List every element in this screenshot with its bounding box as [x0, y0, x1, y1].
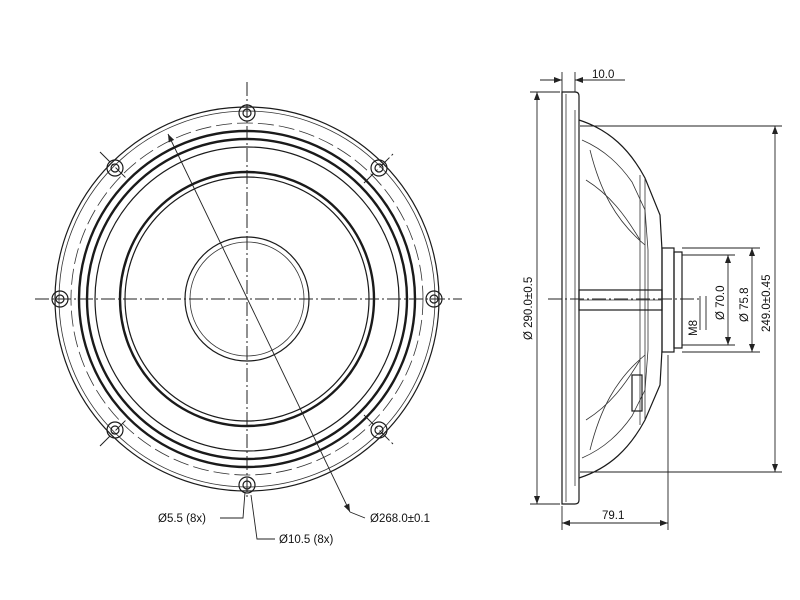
cutout-diameter-dim: [580, 125, 782, 473]
flange-thickness-dim: [540, 72, 625, 92]
outer-diameter-dim: [530, 91, 560, 505]
magnet-diameter-dim: [682, 247, 760, 353]
pole-diameter-label: Ø 70.0: [715, 285, 727, 320]
bolt-circle-label: Ø268.0±0.1: [370, 513, 430, 525]
flange: [561, 91, 580, 505]
back-plate: [673, 251, 683, 349]
mounting-hole: [106, 421, 124, 439]
magnet: [661, 247, 675, 353]
front-view: [35, 82, 462, 540]
basket-rib: [589, 149, 646, 246]
cutout-diameter-label: 249.0±0.45: [761, 275, 773, 332]
diagonal-axis: [363, 152, 395, 184]
pole-diameter-dim: [682, 254, 735, 346]
thread-label: M8: [688, 320, 700, 336]
outer-diameter-label: Ø 290.0±0.5: [523, 277, 535, 340]
magnet-diameter-label: Ø 75.8: [739, 287, 751, 322]
bolt-circle-leader: [167, 133, 351, 513]
basket-rib: [585, 179, 641, 241]
hole-large-label: Ø10.5 (8x): [279, 534, 333, 546]
flange-thickness-label: 10.0: [592, 69, 614, 81]
depth-dim: [561, 355, 669, 530]
mounting-hole: [106, 159, 124, 177]
basket-rib: [589, 354, 646, 451]
hole-small-label: Ø5.5 (8x): [158, 513, 206, 525]
diagonal-axis: [99, 151, 131, 183]
hole-small-leader: [220, 491, 246, 519]
side-view: [548, 91, 700, 505]
diagonal-axis: [99, 415, 131, 447]
terminal: [631, 374, 643, 412]
basket-rib: [585, 359, 641, 421]
mounting-hole: [370, 421, 388, 439]
depth-label: 79.1: [602, 510, 624, 522]
hole-large-leader: [250, 494, 275, 540]
bolt-circle-leader-ext: [349, 511, 366, 519]
mounting-hole: [370, 159, 388, 177]
diagonal-axis: [363, 414, 395, 446]
thread-dim: [699, 296, 707, 330]
